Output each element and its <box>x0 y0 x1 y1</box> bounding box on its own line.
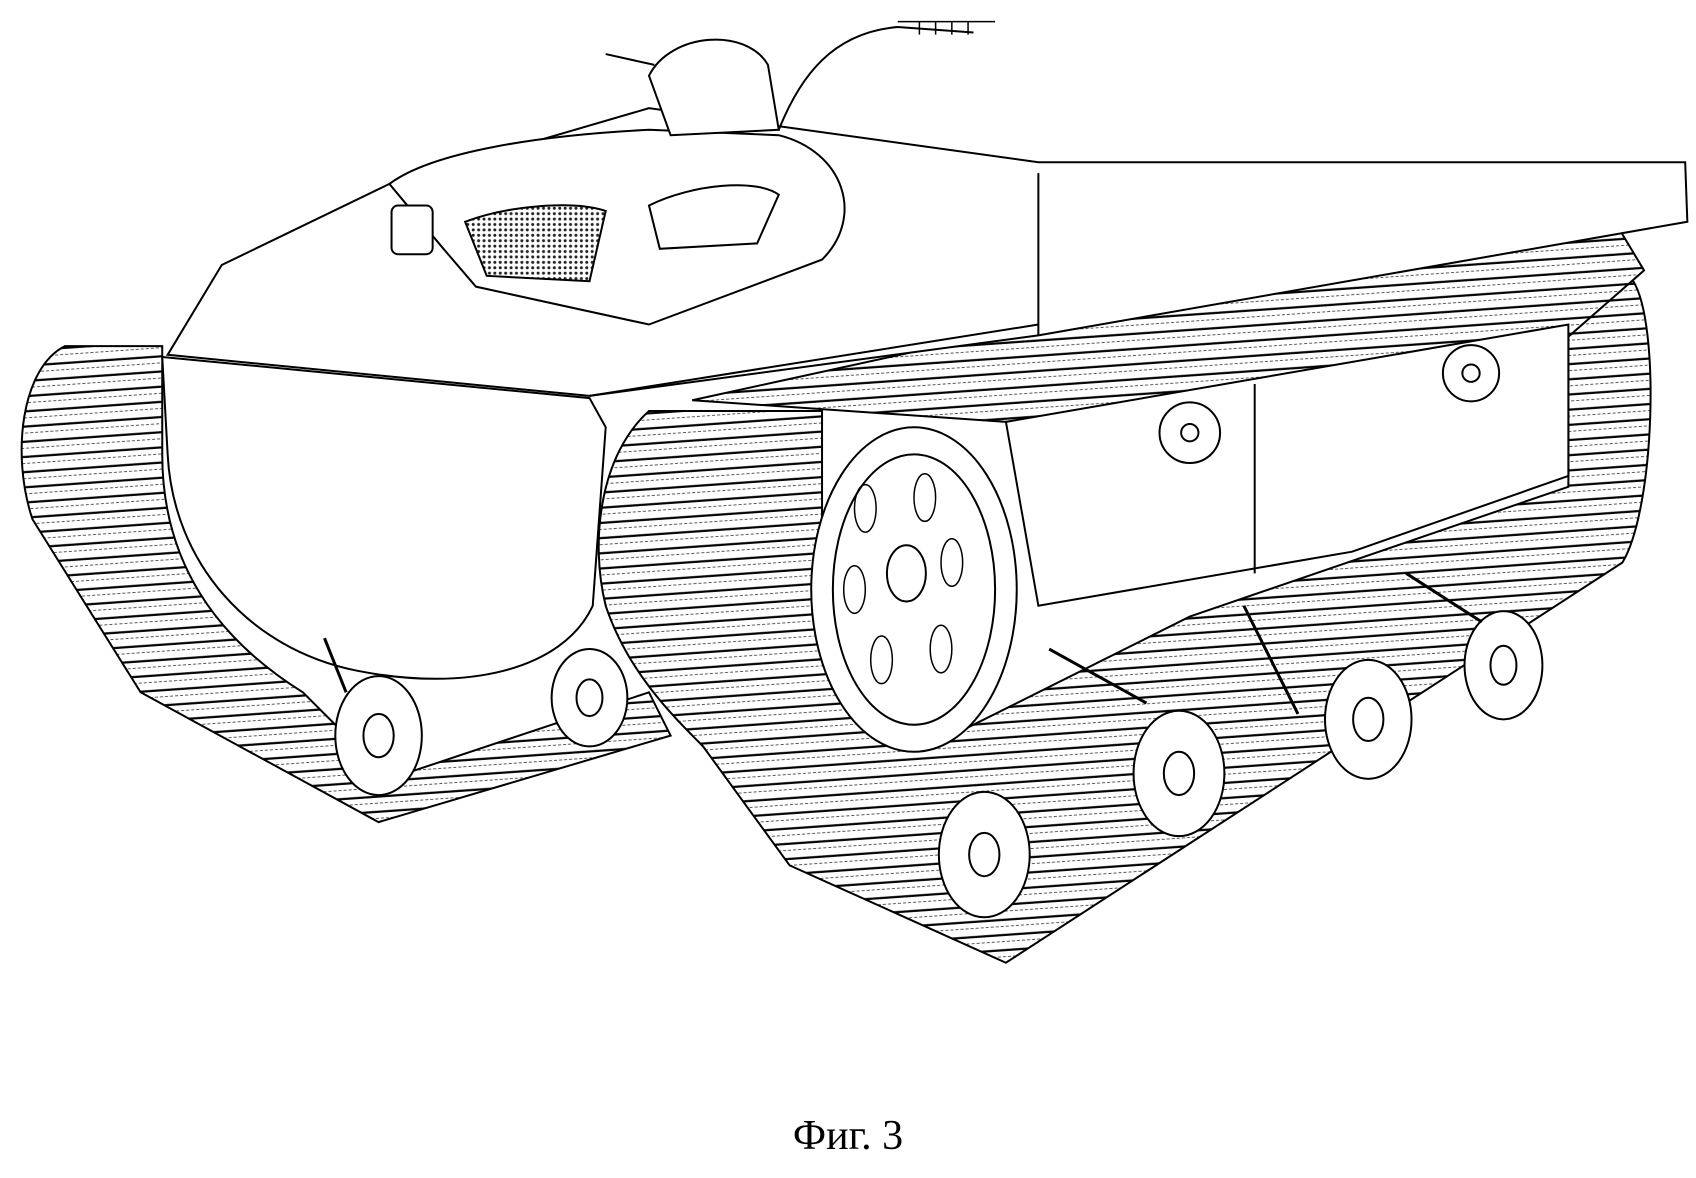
seat <box>649 40 779 136</box>
headlight <box>392 206 433 255</box>
hull-side <box>1006 325 1568 606</box>
drive-wheel <box>811 427 1017 752</box>
deck-edge <box>589 325 1038 396</box>
grille <box>465 205 606 281</box>
figure-caption: Фиг. 3 <box>792 1113 904 1159</box>
handlebar <box>606 27 974 130</box>
road-wheels <box>335 611 1542 917</box>
hull-front <box>162 357 605 679</box>
